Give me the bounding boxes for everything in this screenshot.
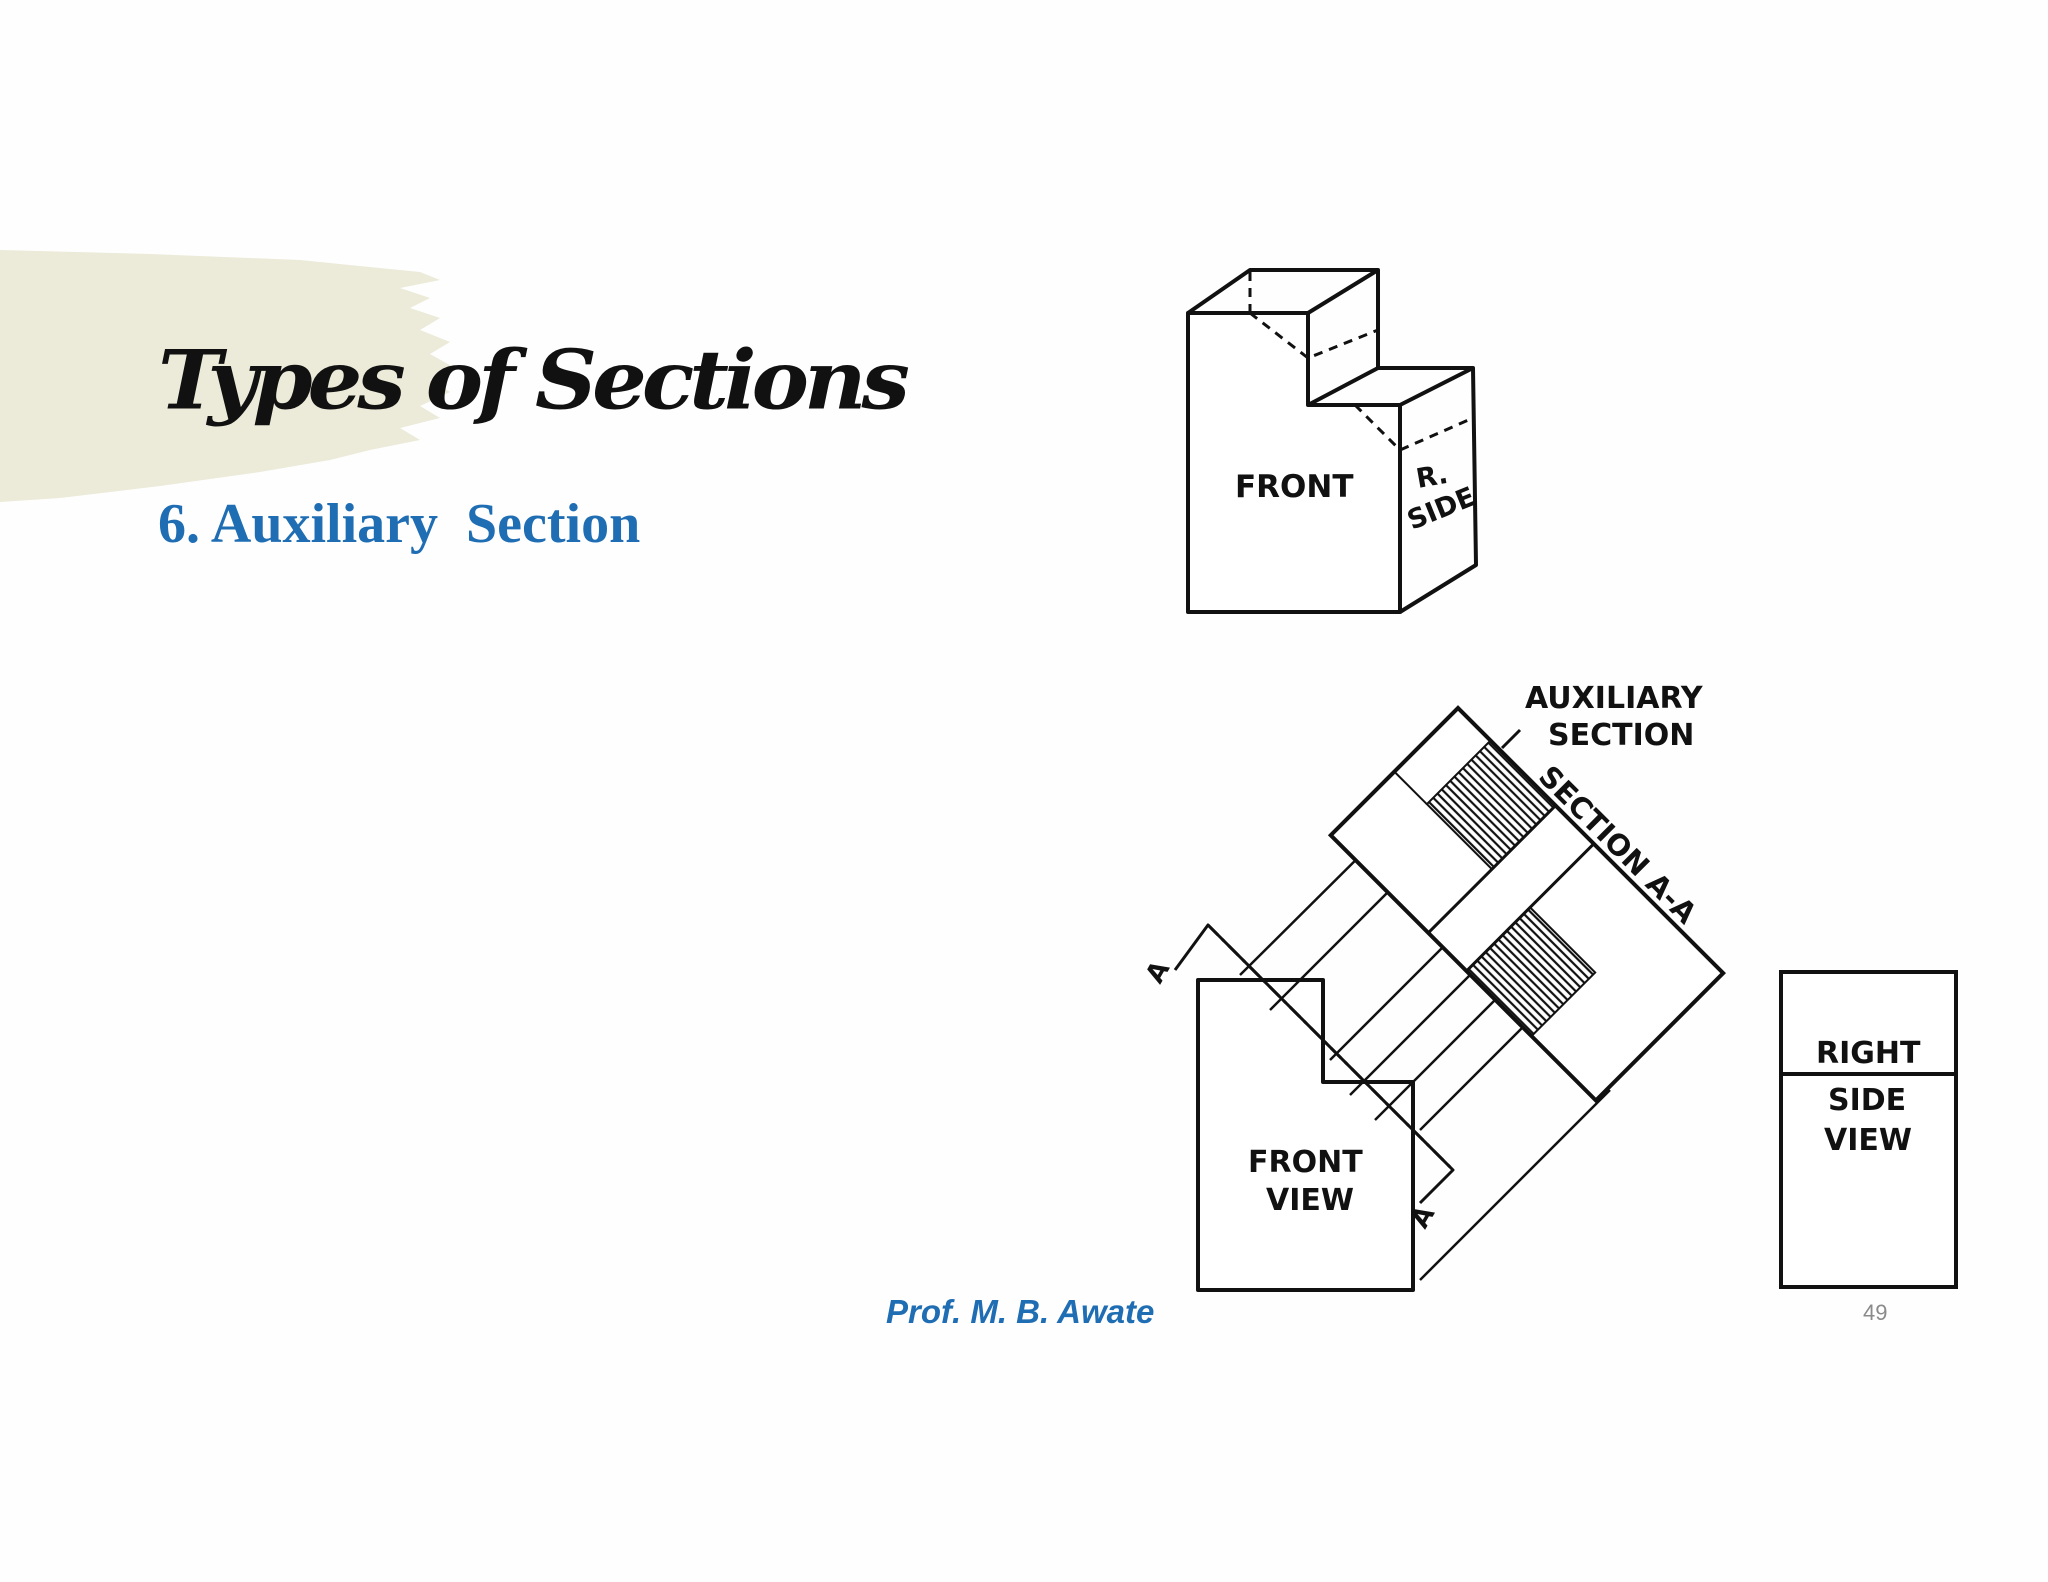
front-view-label-line2: VIEW (1266, 1183, 1354, 1218)
auxiliary-section-view (1327, 705, 1726, 1104)
right-side-view (1779, 970, 1958, 1289)
isometric-block (1186, 268, 1478, 614)
right-view-label-line3: VIEW (1824, 1123, 1912, 1158)
slide-title: Types of Sections (158, 332, 910, 429)
aux-section-label-line2: SECTION (1548, 718, 1694, 753)
page-number: 49 (1863, 1300, 1888, 1325)
front-view-label-line1: FRONT (1248, 1145, 1363, 1180)
right-view-label-line1: RIGHT (1816, 1036, 1921, 1071)
aux-section-label-line1: AUXILIARY (1525, 681, 1704, 716)
iso-front-label: FRONT (1235, 469, 1354, 505)
slide-subtitle: 6. Auxiliary Section (158, 493, 641, 555)
right-view-label-line2: SIDE (1828, 1083, 1906, 1118)
aux-label-leader (1500, 728, 1522, 750)
cut-marker-top: A (1140, 956, 1176, 988)
footer-author: Prof. M. B. Awate (886, 1293, 1155, 1330)
brush-stroke-decoration (0, 250, 455, 502)
iso-side-label-line1: R. (1414, 459, 1450, 495)
